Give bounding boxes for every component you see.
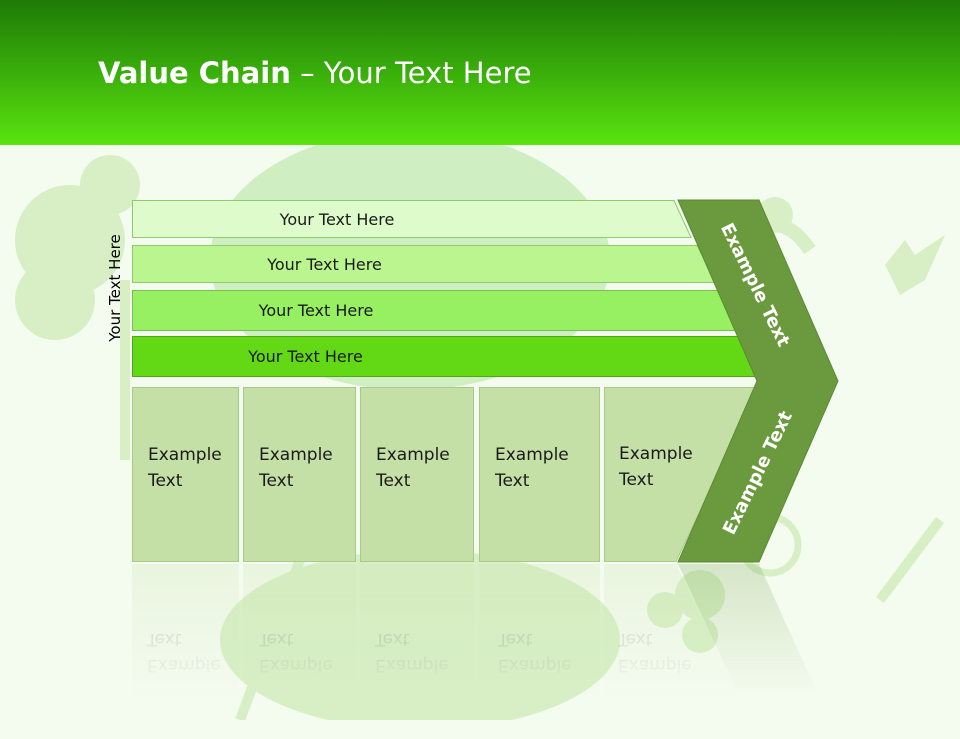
value-row-1: Your Text Here <box>132 200 692 238</box>
row-4-label: Your Text Here <box>248 347 363 366</box>
header-band: Value Chain – Your Text Here <box>0 0 960 145</box>
row-2-label: Your Text Here <box>267 254 382 274</box>
row-1-label: Your Text Here <box>279 209 395 229</box>
value-row-4: Your Text Here <box>132 336 764 377</box>
chevron-arrow <box>677 199 839 563</box>
bg-bird-icon <box>885 235 945 295</box>
row-1-shape <box>132 200 692 238</box>
box-5-shape <box>604 387 760 562</box>
title-bold: Value Chain <box>98 56 291 90</box>
slide-title: Value Chain – Your Text Here <box>98 56 532 90</box>
title-rest: – Your Text Here <box>290 56 532 90</box>
row-3-label: Your Text Here <box>258 301 374 320</box>
